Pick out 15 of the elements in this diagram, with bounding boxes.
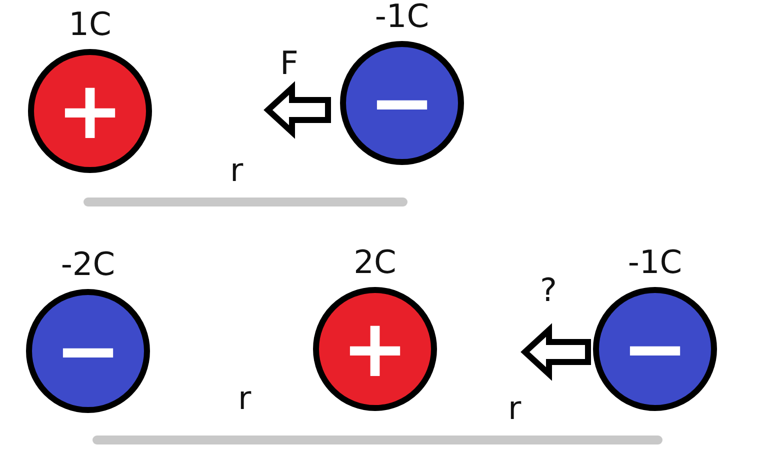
distance-label: r [238,380,252,416]
charge-label: -1C [374,0,430,35]
charge-label: 1C [68,5,112,43]
force-label: F [280,45,298,81]
charge-sign: − [621,309,689,389]
charge-sign: − [54,311,122,391]
charge-sign: + [56,71,124,151]
distance-label: r [508,390,522,426]
charge-sign: − [368,63,436,143]
charge-label: 2C [354,243,396,281]
distance-label: r [230,152,244,188]
charge-label: -1C [628,243,682,281]
charge-sign: + [341,309,409,389]
force-label: ? [540,272,557,308]
charge-label: -2C [60,245,116,283]
